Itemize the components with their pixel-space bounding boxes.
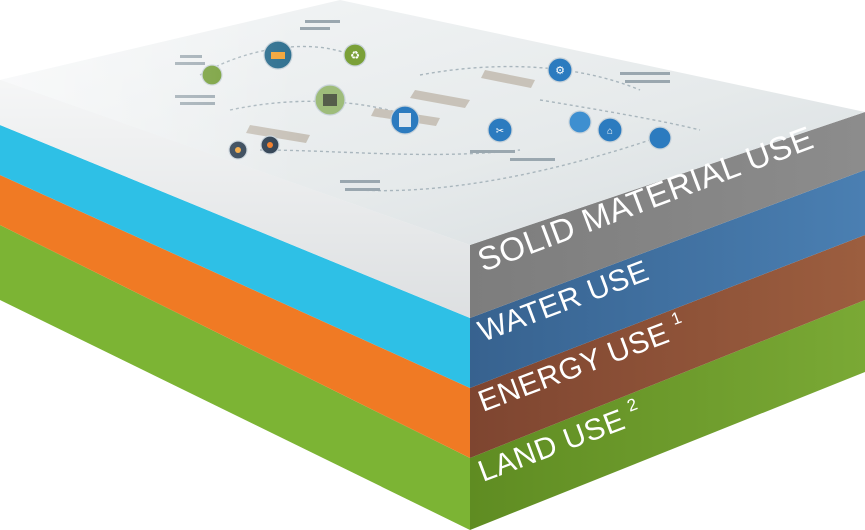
- solid-front-glass: [0, 80, 470, 318]
- land-front-face: [0, 225, 470, 530]
- solid-layer: [0, 80, 865, 318]
- water-front-face: [0, 125, 470, 388]
- energy-side-face: [470, 235, 865, 458]
- top-surface: ♻ ✂ ⚙ ⌂: [0, 0, 865, 245]
- top-glare: [0, 0, 865, 245]
- water-side-face: [470, 170, 865, 388]
- water-layer: [0, 125, 865, 388]
- land-side-face: [470, 300, 865, 530]
- land-layer: [0, 225, 865, 530]
- solid-side-face: [470, 112, 865, 318]
- energy-front-face: [0, 175, 470, 458]
- energy-layer: [0, 175, 865, 458]
